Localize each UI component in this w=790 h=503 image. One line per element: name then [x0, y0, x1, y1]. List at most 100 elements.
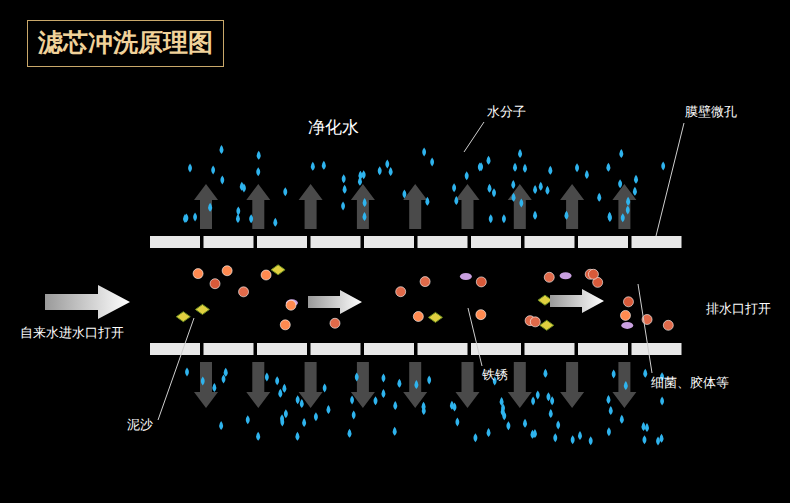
membrane-segment: [311, 236, 361, 248]
water-drop: [385, 159, 389, 168]
sand-particle: [239, 287, 249, 297]
membrane-pore-label: 膜壁微孔: [685, 104, 737, 120]
water-drop: [519, 199, 523, 208]
sand-particle: [588, 269, 598, 279]
water-drop: [355, 373, 359, 382]
sand-label: 泥沙: [127, 417, 153, 433]
down-arrow: [299, 362, 323, 408]
water-drop: [512, 193, 516, 202]
water-drop: [454, 196, 458, 205]
rust-particle: [560, 272, 572, 279]
water-drop: [606, 395, 610, 404]
water-drop: [363, 198, 367, 207]
up-arrow: [508, 184, 532, 229]
water-drop: [422, 402, 426, 411]
water-drop: [378, 166, 382, 175]
water-drop: [545, 186, 549, 195]
water-drop: [621, 213, 625, 222]
water-drop: [533, 185, 537, 194]
up-arrow: [560, 184, 584, 229]
water-drop: [278, 389, 282, 398]
water-drop: [249, 214, 253, 223]
down-arrow: [403, 362, 427, 408]
water-drop: [645, 423, 649, 432]
water-drop: [661, 162, 665, 171]
outlet-label: 排水口打开: [706, 301, 771, 317]
sand-particle: [620, 310, 630, 320]
water-drop: [489, 214, 493, 223]
water-drop: [358, 177, 362, 186]
water-drop: [606, 163, 610, 172]
membrane-segment: [525, 236, 575, 248]
sand-particle: [623, 297, 633, 307]
bacteria-particle: [271, 265, 285, 275]
up-arrow: [351, 184, 375, 229]
flow-arrows: [194, 184, 636, 408]
sand-particle: [286, 300, 296, 310]
down-arrow: [456, 362, 480, 408]
down-arrow: [508, 362, 532, 408]
water-drop: [642, 435, 646, 444]
water-drop: [571, 435, 575, 444]
water-drop: [487, 156, 491, 165]
water-drop: [236, 206, 240, 215]
water-drop: [185, 367, 189, 376]
bacteria-particle: [538, 295, 552, 305]
water-drop: [641, 422, 645, 431]
water-drop: [381, 373, 385, 382]
water-drop: [607, 427, 611, 436]
water-drop: [543, 369, 547, 378]
water-drop: [397, 379, 401, 388]
membrane-segment: [204, 236, 254, 248]
diagram-title: 滤芯冲洗原理图: [38, 28, 213, 57]
membrane-segment: [364, 343, 414, 355]
up-arrow: [456, 184, 480, 229]
water-drop: [550, 396, 554, 405]
membrane-segment: [578, 236, 628, 248]
water-drop: [350, 395, 354, 404]
water-drop: [612, 370, 616, 379]
sand-particle: [663, 320, 673, 330]
membrane-segment: [311, 343, 361, 355]
water-drop: [502, 411, 506, 420]
water-drop: [314, 412, 318, 421]
up-arrow: [299, 184, 323, 229]
water-drop: [523, 419, 527, 428]
water-drop: [531, 397, 535, 406]
water-drop: [393, 401, 397, 410]
water-drop: [240, 182, 244, 191]
water-drop: [296, 395, 300, 404]
impurity-particles: [176, 265, 673, 331]
water-drop: [265, 372, 269, 381]
up-arrow: [246, 184, 270, 229]
water-drop: [578, 431, 582, 440]
leader-lines: [158, 122, 684, 420]
water-drop: [352, 411, 356, 420]
water-drop: [219, 145, 223, 154]
water-drop: [609, 406, 613, 415]
water-drop: [393, 427, 397, 436]
membrane-segment: [471, 236, 521, 248]
water-drop: [193, 213, 197, 222]
water-drop: [341, 201, 345, 210]
sand-particle: [396, 287, 406, 297]
water-drop: [222, 375, 226, 384]
water-drop: [302, 418, 306, 427]
purified-water-label: 净化水: [308, 117, 359, 137]
water-drop: [381, 389, 385, 398]
water-drop: [389, 167, 393, 176]
water-drop: [246, 415, 250, 424]
water-drop: [589, 436, 593, 445]
water-drop: [300, 399, 304, 408]
sand-particle: [476, 310, 486, 320]
water-drop: [343, 185, 347, 194]
water-drop: [275, 376, 279, 385]
water-drop: [188, 164, 192, 173]
water-drop: [414, 380, 418, 389]
water-drop: [556, 420, 560, 429]
water-drop: [311, 162, 315, 171]
sand-particle: [261, 270, 271, 280]
sand-particle: [210, 279, 220, 289]
water-drop: [322, 161, 326, 170]
water-drop: [295, 432, 299, 441]
